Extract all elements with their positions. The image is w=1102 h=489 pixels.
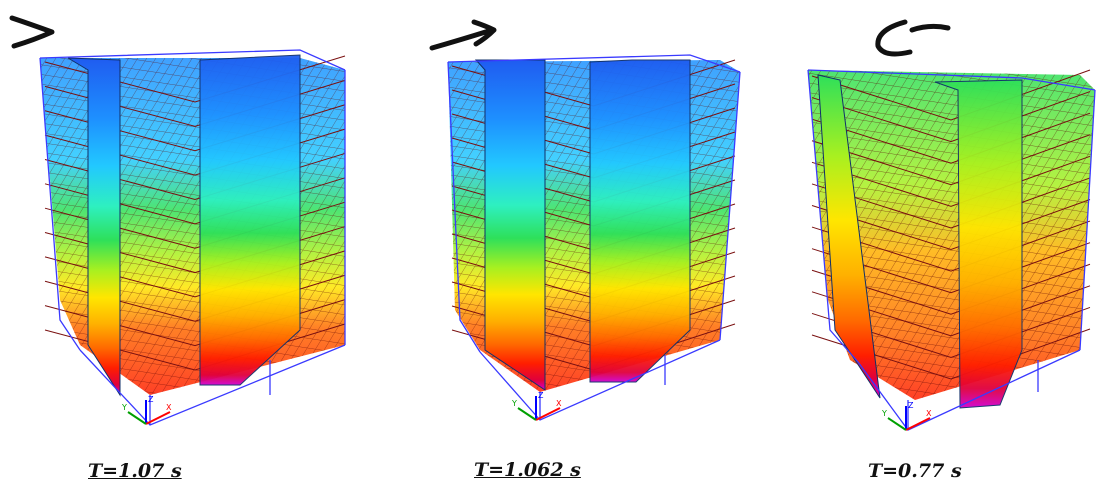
floor-slab-line [811,134,1091,186]
floor-slab-line [811,155,1091,207]
axis-triad-2: Z X Y [511,391,562,421]
axis-x-label: X [556,399,562,408]
axis-z-label: Z [908,401,914,410]
floor-slab-line [811,112,1091,164]
axis-z-label: Z [148,395,154,404]
floor-slab-line [811,177,1091,229]
mode-2-period-caption: T=1.062 s [474,459,581,481]
mode-direction-arrow-icon [429,19,497,51]
axis-z-label: Z [538,391,544,400]
axis-y-label: Y [511,399,517,408]
frame-lines-1 [39,49,346,426]
mode-1-period-caption: T=1.07 s [88,460,182,482]
floor-slab-line [811,91,1091,143]
core-wall-left-3 [817,74,881,399]
core-wall-right-2 [589,59,691,383]
mode-shape-panel-3: Z X Y [807,19,1096,431]
mode-rotation-arc-icon [875,19,951,57]
axis-triad-3: Z X Y [881,401,932,431]
mode-direction-arrow-icon [9,15,55,49]
core-wall-left-2 [474,59,546,391]
mode-shape-panel-2: Z X Y [429,19,741,421]
frame-lines-2 [447,54,741,421]
axis-y-label: Y [121,403,127,412]
slab-grid-3 [808,70,1095,400]
floor-slab-line [811,199,1091,251]
core-wall-right-3 [934,79,1023,409]
floor-slab-line [811,69,1091,121]
axis-triad-1: Z X Y [121,395,172,425]
axis-x-label: X [926,409,932,418]
core-wall-left-1 [67,57,121,397]
axis-y-label: Y [881,409,887,418]
core-wall-right-1 [199,54,301,386]
mode-shape-panel-1: Z X Y [9,15,346,426]
mode-3-period-caption: T=0.77 s [868,460,962,482]
axis-x-label: X [166,403,172,412]
